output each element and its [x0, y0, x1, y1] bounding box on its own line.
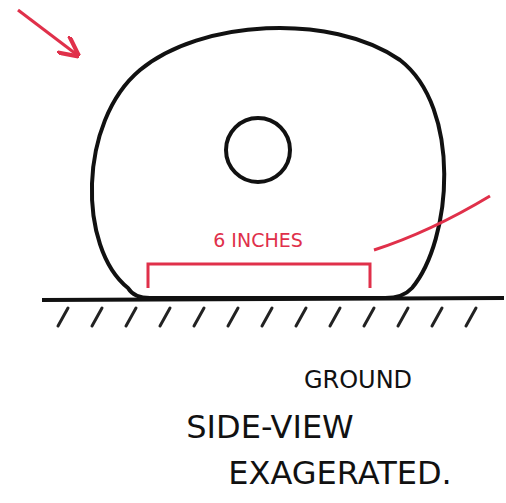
wheel-hub — [226, 118, 290, 182]
note-label: EXAGERATED. — [228, 456, 451, 491]
ground-hatching — [58, 308, 476, 326]
view-label: SIDE-VIEW — [186, 410, 353, 445]
hatch-stroke — [58, 308, 68, 326]
dimension-bracket — [148, 264, 370, 288]
hatch-stroke — [92, 308, 102, 326]
hatch-stroke — [126, 308, 136, 326]
hatch-stroke — [398, 308, 408, 326]
leader-line — [374, 196, 490, 250]
hatch-stroke — [160, 308, 170, 326]
pointer-arrow — [18, 10, 76, 54]
hatch-stroke — [262, 308, 272, 326]
hatch-stroke — [330, 308, 340, 326]
hatch-stroke — [228, 308, 238, 326]
hatch-stroke — [432, 308, 442, 326]
hatch-stroke — [194, 308, 204, 326]
dimension-label: 6 INCHES — [213, 230, 303, 251]
hatch-stroke — [364, 308, 374, 326]
hatch-stroke — [466, 308, 476, 326]
ground-line — [42, 298, 504, 300]
ground-label: GROUND — [304, 367, 412, 393]
hatch-stroke — [296, 308, 306, 326]
tire-outline — [92, 28, 444, 298]
